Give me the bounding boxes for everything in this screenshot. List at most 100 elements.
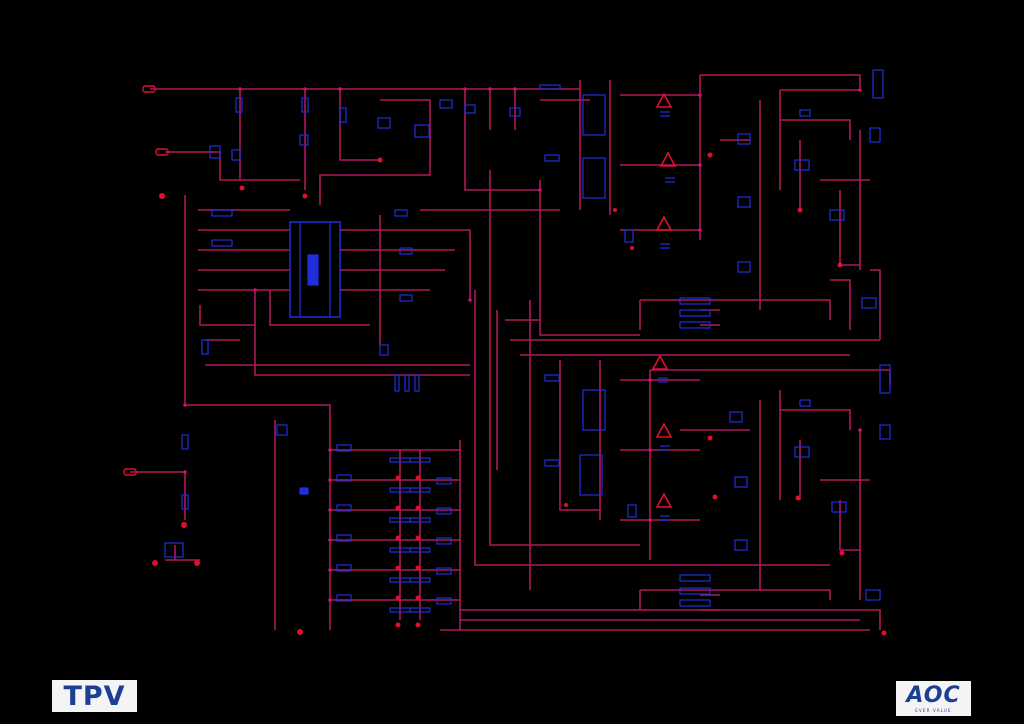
capacitor: [409, 607, 431, 613]
resistor: [231, 149, 241, 161]
wire: [640, 299, 831, 320]
junction: [538, 188, 542, 192]
ground-icon: [630, 246, 634, 250]
diode: [799, 109, 811, 117]
capacitor: [544, 374, 560, 382]
junction: [238, 87, 242, 91]
ground-icon: [377, 157, 383, 163]
resistor: [394, 209, 408, 217]
ground-icon: [395, 505, 401, 511]
ground-icon: [159, 193, 165, 199]
resistor: [399, 294, 413, 302]
resistor-array: [679, 297, 711, 305]
transistor: [831, 501, 847, 513]
resistor: [299, 134, 309, 146]
warning-icon: [651, 354, 669, 370]
tpv-logo-text: TPV: [63, 680, 126, 712]
resistor: [436, 507, 452, 515]
ground-icon: [181, 522, 187, 528]
ground-icon: [712, 494, 718, 500]
capacitor: [409, 487, 431, 493]
transistor: [276, 424, 288, 436]
diode: [799, 399, 811, 407]
transistor: [734, 476, 748, 488]
resistor: [379, 344, 389, 356]
ground-icon: [415, 505, 421, 511]
op-amp-ic: [579, 454, 603, 496]
wire: [700, 74, 861, 90]
resistor: [336, 474, 352, 482]
junction: [858, 428, 862, 432]
crystal: [624, 229, 634, 243]
schematic-wires: [130, 74, 891, 631]
warning-icon: [655, 215, 673, 231]
resistor: [439, 99, 453, 109]
resistor: [301, 97, 309, 113]
transistor: [794, 159, 810, 171]
ground-symbols: [152, 152, 887, 636]
aoc-logo-text: AOC: [906, 682, 961, 708]
ground-icon: [881, 630, 887, 636]
ground-icon: [613, 208, 617, 212]
wire: [464, 89, 540, 191]
capacitor: [409, 457, 431, 463]
capacitor: [544, 154, 560, 162]
schematic-components: [164, 69, 891, 613]
junction: [303, 87, 307, 91]
connector: [869, 127, 881, 143]
resistor: [181, 494, 189, 510]
junction: [513, 87, 517, 91]
resistor-network: [299, 487, 309, 495]
connector: [879, 424, 891, 440]
junction: [698, 93, 702, 97]
wire: [460, 609, 881, 630]
ground-icon: [395, 622, 401, 628]
junction: [468, 298, 472, 302]
warning-icon: [655, 422, 673, 438]
capacitor: [539, 84, 561, 90]
wire: [165, 151, 300, 181]
capacitor: [409, 517, 431, 523]
transistor: [829, 209, 845, 221]
wire: [319, 99, 431, 205]
junction-dots: [183, 87, 862, 602]
resistor: [336, 444, 352, 452]
capacitor: [409, 577, 431, 583]
resistor: [436, 537, 452, 545]
resistor: [436, 597, 452, 605]
wire: [539, 180, 640, 336]
wire: [339, 89, 380, 161]
warning-icon: [655, 92, 673, 108]
resistor: [336, 594, 352, 602]
wire: [199, 305, 255, 326]
ground-icon: [564, 503, 568, 507]
warning-triangles: [651, 92, 677, 508]
capacitor: [404, 374, 410, 392]
resistor-array: [679, 321, 711, 329]
transistor: [865, 589, 881, 601]
resistor: [181, 434, 189, 450]
port-icon: [123, 468, 137, 476]
ground-icon: [839, 550, 845, 556]
junction: [328, 538, 332, 542]
crystal: [627, 504, 637, 518]
ground-icon: [707, 152, 713, 158]
junction: [698, 228, 702, 232]
resistor: [211, 209, 233, 217]
port-icon: [155, 148, 169, 156]
ic-core: [307, 254, 319, 286]
wire: [185, 404, 331, 630]
junction: [858, 88, 862, 92]
junction: [648, 518, 652, 522]
resistor: [399, 247, 413, 255]
junction: [328, 478, 332, 482]
aoc-logo: AOC EVER VALUE: [896, 681, 971, 716]
wire: [650, 369, 891, 385]
junction: [183, 403, 187, 407]
io-ports: [123, 85, 169, 476]
wire: [839, 500, 860, 551]
ground-icon: [395, 535, 401, 541]
wire: [780, 119, 851, 140]
ground-icon: [297, 629, 303, 635]
junction: [648, 378, 652, 382]
